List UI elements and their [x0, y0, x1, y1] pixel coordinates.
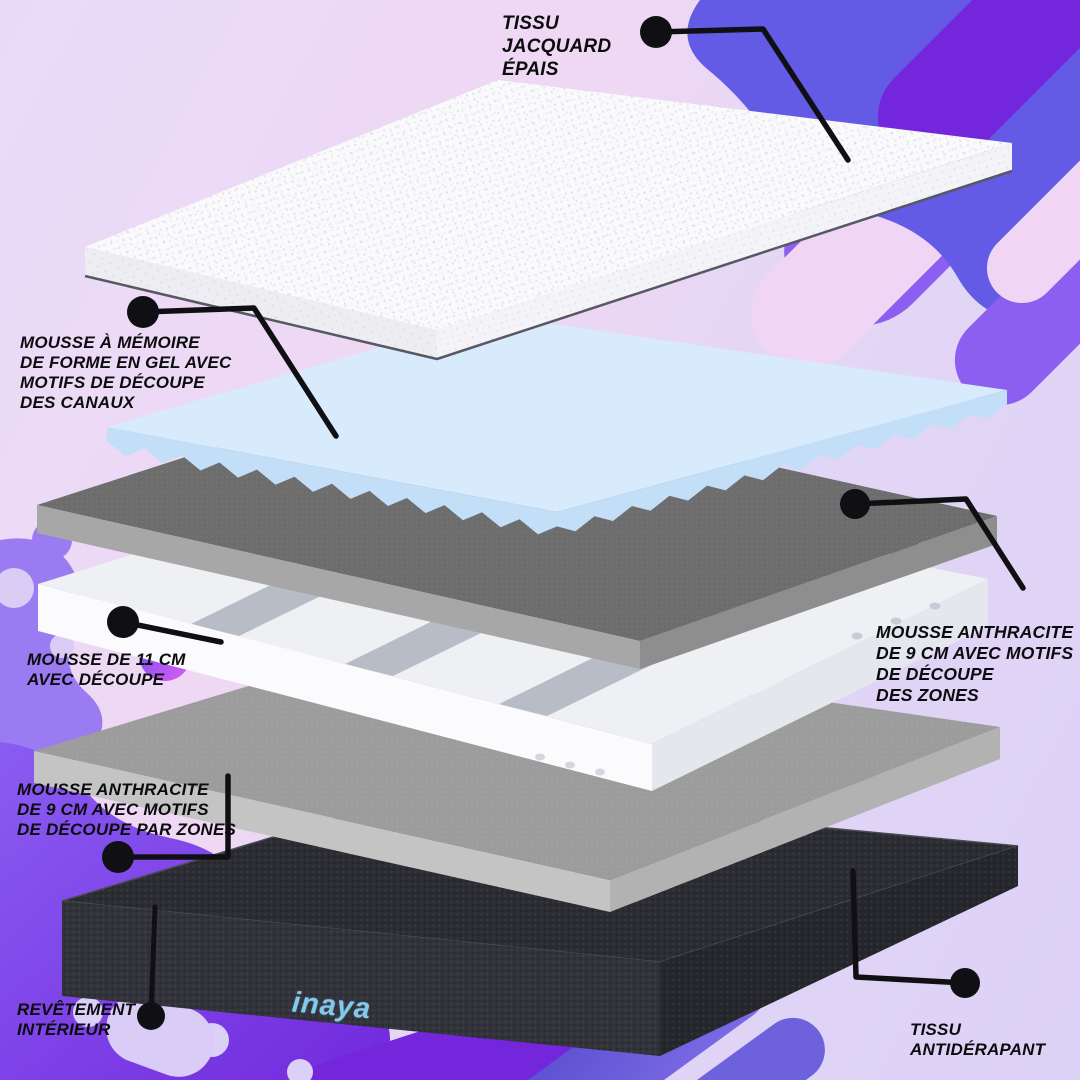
gel-wavy-front-edge: [107, 390, 1007, 535]
topper-texture: [437, 143, 1012, 359]
label-line: MOUSSE DE 11 CM: [27, 650, 186, 669]
callout-mousse-11: [107, 606, 224, 645]
label-line: DE DÉCOUPE PAR ZONES: [17, 820, 237, 839]
ventilation-hole: [535, 753, 545, 761]
callout-tissu-jacquard: [640, 16, 851, 163]
label-line: DES ZONES: [876, 685, 979, 705]
lavender-dot: [73, 997, 103, 1027]
label-line: TISSU: [502, 13, 559, 34]
ventilation-hole: [565, 761, 575, 769]
lavender-hole: [50, 634, 74, 658]
callout-line: [140, 305, 339, 439]
label-line: DE DÉCOUPE: [876, 664, 994, 684]
label-line: MOTIFS DE DÉCOUPE: [20, 373, 205, 392]
pink-capsule-small: [986, 126, 1080, 304]
indigo-stripe-small: [675, 1017, 825, 1080]
gray-front-left-face: [34, 751, 610, 912]
label-line: MOUSSE ANTHRACITE: [17, 780, 209, 799]
label-anthracite-zones: MOUSSE ANTHRACITE DE 9 CM AVEC MOTIFS DE…: [876, 622, 1073, 706]
label-anthracite-par-zones: MOUSSE ANTHRACITE DE 9 CM AVEC MOTIFS DE…: [17, 780, 236, 840]
label-mousse-11: MOUSSE DE 11 CM AVEC DÉCOUPE: [27, 650, 186, 690]
label-line: DE 9 CM AVEC MOTIFS: [876, 643, 1074, 663]
callout-revetement: [137, 904, 165, 1030]
label-line: MOUSSE À MÉMOIRE: [20, 333, 200, 352]
gel-top-face: [107, 315, 1007, 512]
callout-dot: [107, 606, 139, 638]
label-line: DE FORME EN GEL AVEC: [20, 353, 232, 372]
ventilation-hole: [851, 632, 863, 640]
label-line: DES CANAUX: [20, 393, 135, 412]
callout-line: [148, 904, 158, 1019]
callout-dot: [137, 1002, 165, 1030]
callout-line: [653, 26, 851, 163]
callout-line: [120, 619, 224, 645]
topper-piping-edge: [84, 169, 1013, 361]
callout-dot: [840, 489, 870, 519]
layer-gel-memory-foam: [107, 315, 1007, 535]
ventilation-hole: [595, 768, 605, 776]
label-mousse-memoire: MOUSSE À MÉMOIRE DE FORME EN GEL AVEC MO…: [20, 333, 232, 413]
anthracite-front-left-face: [37, 505, 640, 669]
label-line: MOUSSE ANTHRACITE: [876, 622, 1074, 642]
lavender-dot: [287, 1059, 313, 1080]
violet-capsule-small: [954, 194, 1080, 406]
label-tissu-jacquard: TISSU JACQUARD ÉPAIS: [502, 12, 611, 81]
brand-logo: inaya: [290, 986, 373, 1026]
label-line: JACQUARD: [502, 36, 612, 57]
label-revetement: REVÊTEMENT INTÉRIEUR: [17, 1000, 135, 1040]
topper-texture: [85, 80, 1012, 330]
white-front-right-face: [652, 579, 988, 791]
lavender-hole: [0, 568, 34, 608]
callout-anthracite-zones: [840, 489, 1026, 591]
lavender-capsule: [106, 993, 214, 1077]
ventilation-hole: [929, 602, 941, 610]
callout-antiderapant: [850, 868, 980, 998]
label-antiderapant: TISSU ANTIDÉRAPANT: [910, 1020, 1045, 1060]
callout-mousse-memoire: [127, 296, 339, 439]
base-texture: [62, 901, 660, 1056]
gray-front-right-face: [610, 727, 1000, 912]
anthracite-front-right-face: [640, 516, 997, 669]
label-line: REVÊTEMENT: [17, 1000, 136, 1019]
label-line: AVEC DÉCOUPE: [27, 670, 165, 689]
dark-purple-capsule: [877, 0, 1080, 173]
callout-dot: [640, 16, 672, 48]
base-texture: [660, 846, 1018, 1056]
zone-notch: [750, 674, 780, 695]
callout-line: [115, 773, 231, 860]
zone-notch: [867, 616, 897, 637]
callout-line: [852, 496, 1026, 591]
layer-jacquard-topper: [84, 80, 1013, 361]
ventilation-hole: [890, 617, 902, 625]
label-line: ÉPAIS: [502, 59, 559, 80]
label-line: TISSU: [910, 1020, 962, 1039]
label-line: DE 9 CM AVEC MOTIFS: [17, 800, 209, 819]
label-line: INTÉRIEUR: [17, 1020, 111, 1039]
label-line: ANTIDÉRAPANT: [910, 1040, 1046, 1059]
callout-dot: [950, 968, 980, 998]
callout-line: [850, 868, 968, 986]
topper-texture: [85, 247, 437, 359]
callout-dot: [102, 841, 134, 873]
callout-dot: [127, 296, 159, 328]
callout-anthracite-par-zones: [102, 773, 231, 873]
